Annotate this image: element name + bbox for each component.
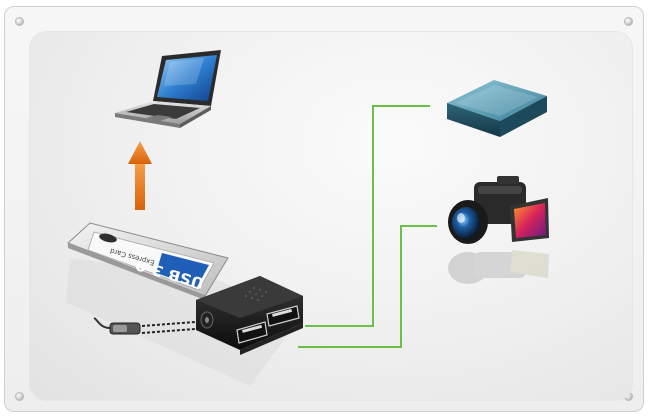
corner-rivet-top-left — [15, 17, 24, 26]
power-cable-icon — [93, 317, 196, 335]
external-drive-icon — [447, 80, 547, 137]
connection-line-drive — [305, 105, 430, 327]
usb-port-top — [266, 305, 300, 327]
camcorder-icon — [448, 176, 549, 284]
laptop-icon — [115, 50, 221, 128]
corner-rivet-bottom-left — [15, 392, 24, 401]
expresscard-adapter-icon: USB 3.0 Express Card — [66, 222, 303, 386]
upward-arrow-icon — [128, 141, 152, 210]
corner-rivet-top-right — [624, 17, 633, 26]
connection-line-camcorder — [298, 225, 437, 348]
usb-port-bottom — [236, 321, 268, 344]
connection-lines — [298, 105, 437, 348]
